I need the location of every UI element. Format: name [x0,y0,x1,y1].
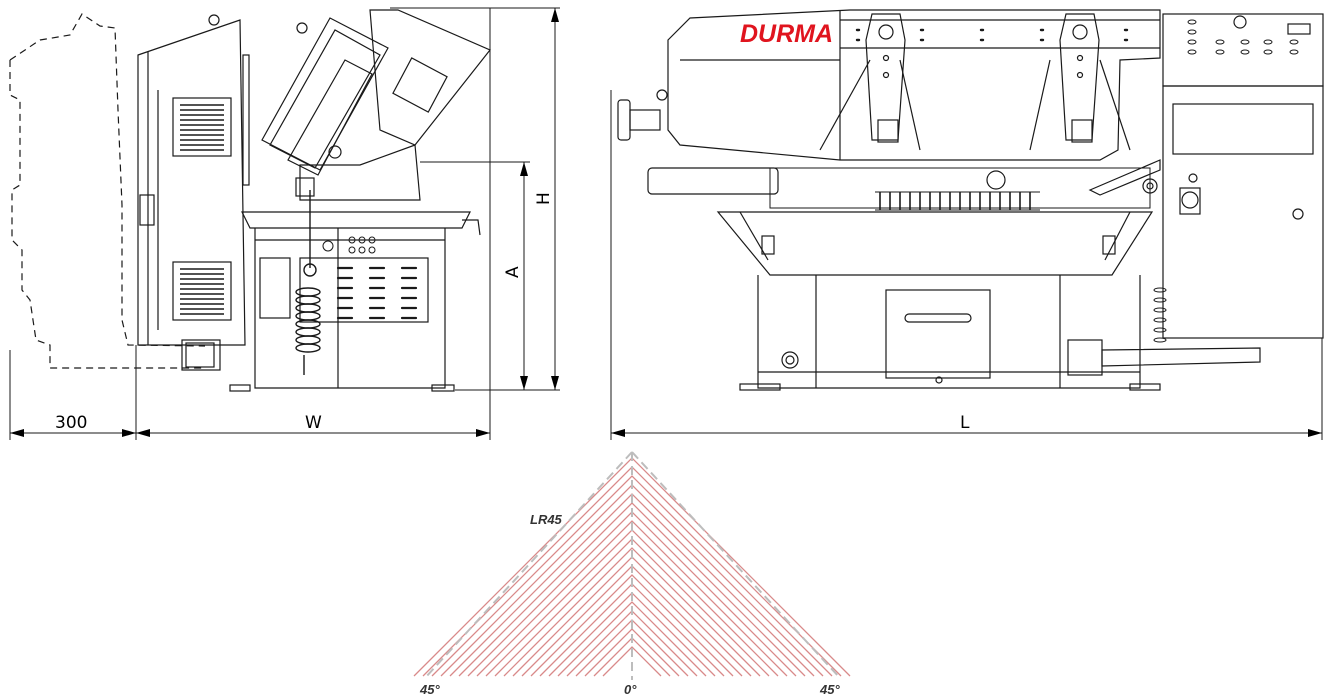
angle-cut-line [557,601,707,677]
blade-guide-arms [819,13,1131,151]
angle-model-label: LR45 [530,512,563,527]
control-cabinet [1067,13,1324,376]
length-dimension-label: L [960,413,970,433]
center-angle-label: 0° [624,682,637,697]
upper-vent-grille [172,97,232,157]
saw-bow-housing [667,9,1161,161]
lower-vent-grille [172,261,232,321]
chip-tray [716,211,1154,276]
brand-logo: DURMA [740,20,833,48]
front-dimension-lines [610,90,1323,440]
angle-cut-line [530,574,734,677]
right-angle-label: 45° [819,682,840,697]
open-door-outline [9,13,206,369]
front-view: DURMA [610,9,1324,440]
left-angle-label: 45° [419,682,440,697]
coiled-cable [295,190,321,375]
electrical-cabinet [137,19,250,371]
side-dimension-lines [9,7,560,440]
handwheel [617,89,668,141]
working-height-dimension-label: A [503,266,523,278]
base-stand-front [739,275,1161,391]
angle-cut-line [602,646,662,677]
saw-head-side [208,9,491,201]
angle-cut-line [476,520,788,677]
height-dimension-label: H [534,192,554,205]
cutting-angle-diagram [413,451,851,680]
left-45-boundary [424,451,633,679]
base-stand-side [229,190,481,392]
blade-teeth-marks [879,192,1031,210]
width-dimension-label: W [305,413,322,433]
right-45-boundary [631,451,841,679]
angle-cut-line [503,547,761,677]
louvered-panel [299,257,429,323]
angle-cut-line [431,475,833,677]
clearance-dimension-label: 300 [55,413,87,433]
side-view [9,7,560,440]
